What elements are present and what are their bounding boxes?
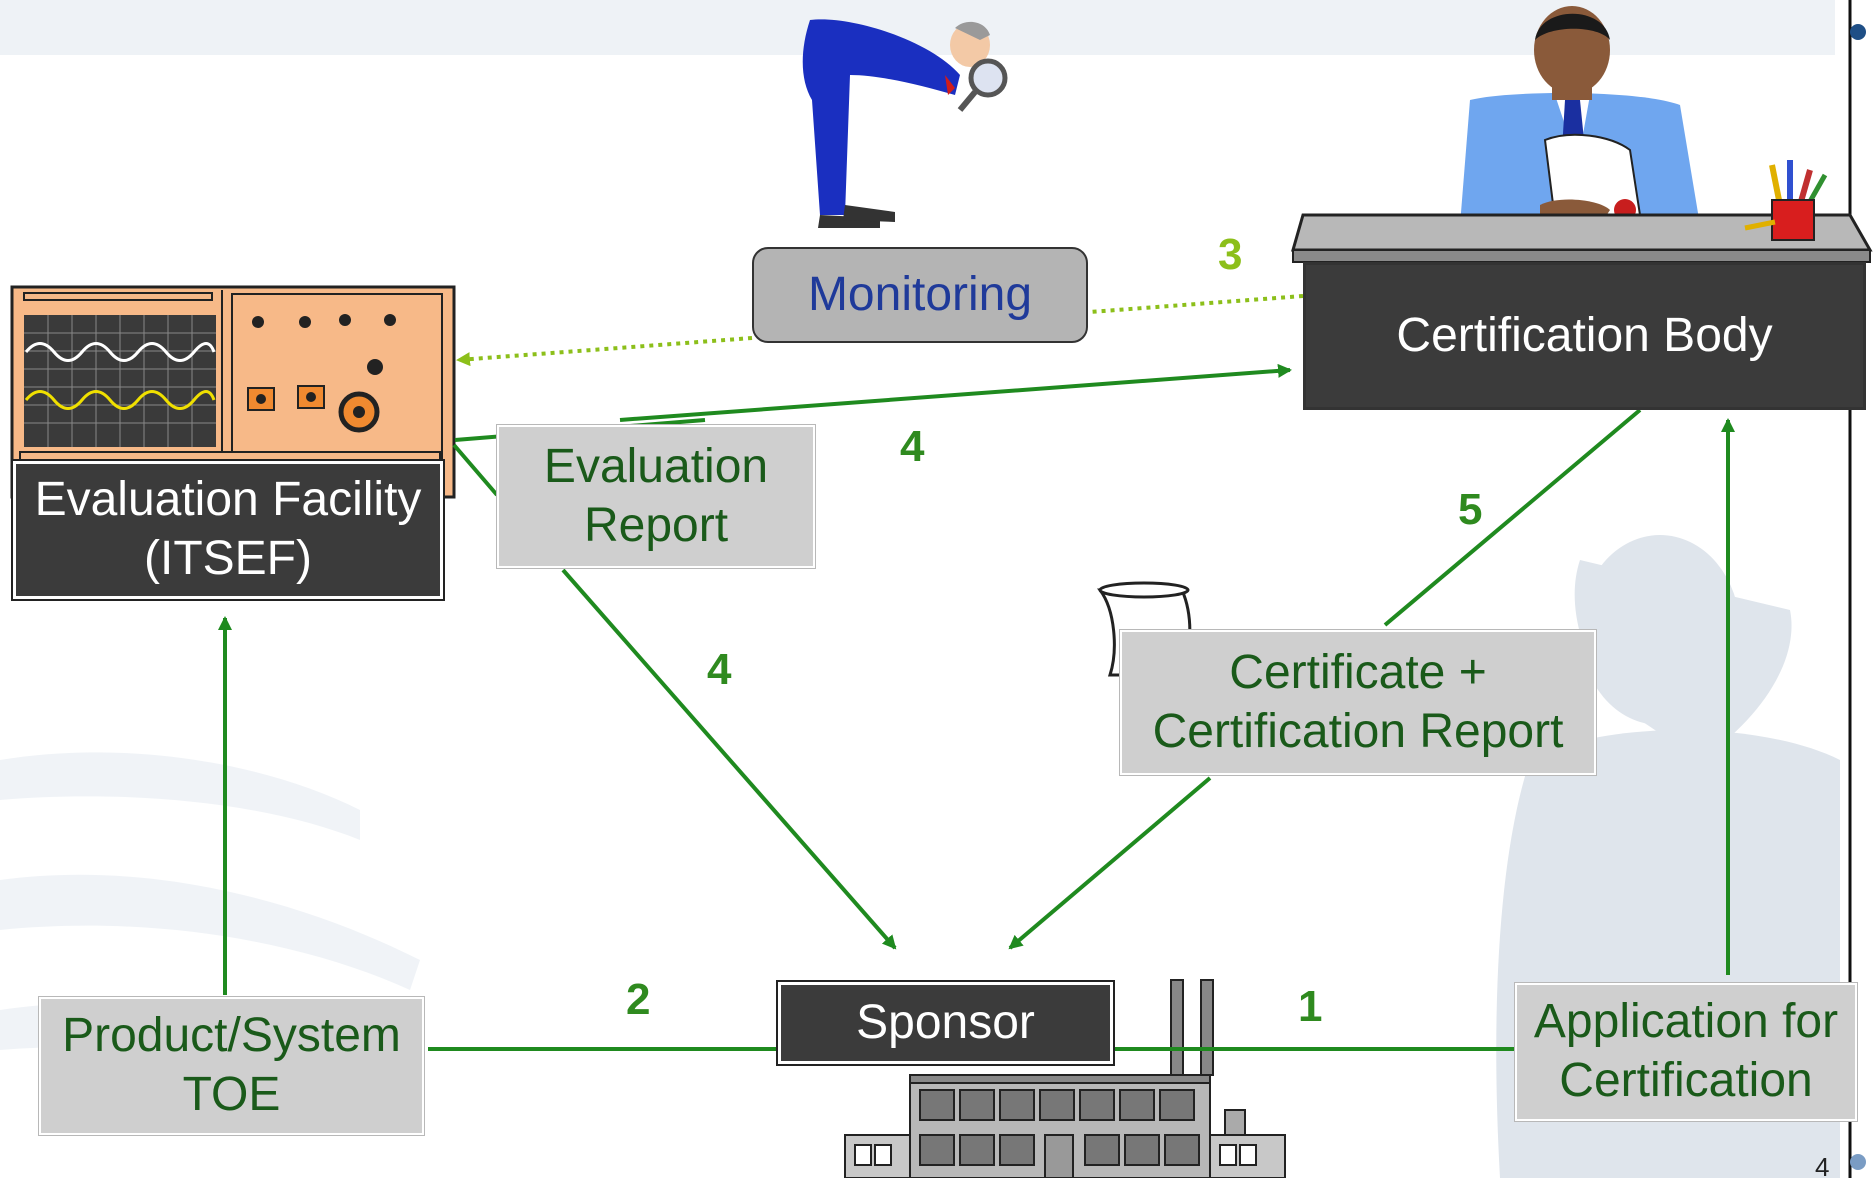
- certification-body-label: Certification Body: [1396, 308, 1773, 362]
- application-label-line1: Application for: [1533, 995, 1839, 1049]
- application-node: Application for Certification: [1514, 982, 1858, 1122]
- certificate-label-line2: Certification Report: [1152, 704, 1564, 758]
- step-1-label: 1: [1298, 982, 1323, 1031]
- evaluation-facility-label-line1: Evaluation Facility: [34, 473, 422, 527]
- evaluation-facility-label-line2: (ITSEF): [144, 532, 312, 585]
- certificate-to-sponsor-arrow: [1008, 776, 1212, 950]
- monitoring-link: [1089, 294, 1304, 314]
- monitoring-arrow: [456, 336, 753, 367]
- evaluation-report-label-line2: Report: [583, 498, 729, 552]
- edge-dot: [1850, 24, 1866, 40]
- sponsor-node: Sponsor: [776, 980, 1115, 1066]
- page-number: 4: [1815, 1152, 1830, 1182]
- evaluation-report-node: Evaluation Report: [496, 424, 816, 569]
- inspector-person-icon: [802, 19, 1008, 228]
- step-2-label: 2: [626, 975, 651, 1024]
- application-label-line2: Certification: [1559, 1054, 1813, 1107]
- report-to-sponsor-arrow: [561, 568, 897, 950]
- certification-desk: [1291, 213, 1873, 263]
- edge-dot: [1850, 1154, 1866, 1170]
- product-label-line1: Product/System: [62, 1009, 401, 1063]
- evaluation-report-label-line1: Evaluation: [543, 439, 769, 493]
- pencil-cup-icon: [1744, 160, 1828, 241]
- product-node: Product/System TOE: [38, 996, 425, 1136]
- step-5-label: 5: [1458, 485, 1483, 534]
- certification-body-node: Certification Body: [1303, 262, 1866, 410]
- facility-to-report-line: [452, 443, 499, 497]
- product-label-line2: TOE: [182, 1068, 281, 1121]
- factory-icon: [844, 979, 1286, 1178]
- cb-to-certificate-line: [1383, 408, 1642, 627]
- step-4-label: 4: [900, 422, 925, 471]
- evaluation-facility-node: Evaluation Facility (ITSEF): [11, 459, 445, 601]
- sponsor-label: Sponsor: [856, 995, 1035, 1049]
- step-4-label: 4: [707, 645, 732, 694]
- monitoring-label: Monitoring: [807, 267, 1033, 321]
- certificate-label-line1: Certificate +: [1229, 645, 1487, 699]
- monitoring-node: Monitoring: [752, 247, 1088, 343]
- report-to-cb-arrow: [619, 363, 1292, 422]
- certifier-person-icon: [1460, 6, 1700, 226]
- step-3-label: 3: [1218, 230, 1243, 279]
- certificate-node: Certificate + Certification Report: [1119, 629, 1597, 776]
